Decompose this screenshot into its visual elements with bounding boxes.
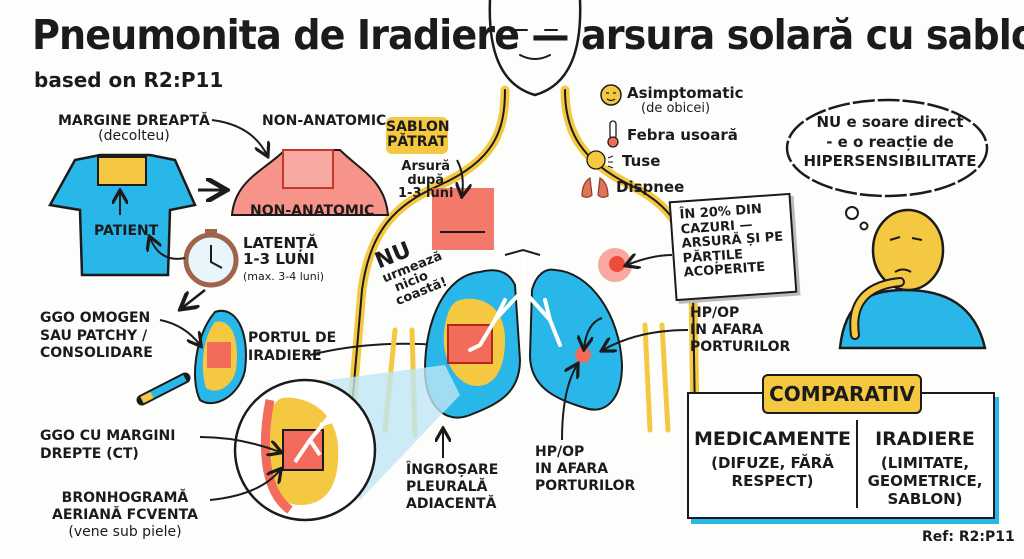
subtitle: based on R2:P11 (34, 68, 224, 92)
latency-label: LATENȚĂ 1-3 LUNI (max. 3-4 luni) (243, 234, 325, 283)
note-20-percent: ÎN 20% DIN CAZURI — ARSURĂ ȘI PE PĂRȚILE… (668, 192, 798, 302)
ggo-margini-label: GGO CU MARGINI DREPTE (CT) (40, 428, 175, 463)
ingrosare-label: ÎNGROȘARE PLEURALĂ ADIACENTĂ (406, 462, 498, 512)
arsura-line: după (407, 172, 445, 188)
comparison-divider (856, 420, 858, 508)
sleepy-face-icon (600, 84, 622, 106)
comparison-iradiere: IRADIERE (LIMITATE, GEOMETRICE, SABLON) (860, 428, 990, 508)
comparison-heading: IRADIERE (875, 428, 975, 450)
portul-line: PORTUL DE (248, 330, 337, 346)
ingrosare-line: ÎNGROȘARE (406, 462, 499, 478)
arsura-line: Arsură (401, 159, 451, 174)
bronhograma-label: BRONHOGRAMĂ AERIANĂ FCVENTA (vene sub pi… (52, 490, 198, 541)
hpop-line: PORTURILOR (535, 477, 636, 494)
detail-line: SABLON) (887, 490, 963, 508)
margin-label-text: MARGINE DREAPTĂ (58, 113, 210, 129)
hpop-upper-label: HP/OP IN AFARA PORTURILOR (690, 305, 790, 355)
comparison-heading: MEDICAMENTE (693, 428, 852, 450)
comparison-detail: (LIMITATE, GEOMETRICE, SABLON) (860, 454, 990, 508)
ggo-line: SAU PATCHY / (40, 327, 148, 344)
comparison-medicamente: MEDICAMENTE (DIFUZE, FĂRĂ RESPECT) (690, 428, 855, 490)
reference-label: Ref: R2:P11 (922, 529, 1015, 545)
margin-label: MARGINE DREAPTĂ (decolteu) (58, 114, 210, 143)
right-lung (528, 268, 624, 411)
symptom-febra: Febra usoară (627, 126, 738, 144)
shoulders-burn-icon (230, 149, 390, 216)
bronhograma-line: AERIANĂ FCVENTA (52, 507, 198, 524)
skin-burn-spot (598, 248, 632, 282)
hpop-lower-label: HP/OP IN AFARA PORTURILOR (535, 444, 635, 494)
latency-title: LATENȚĂ (243, 234, 318, 252)
hpop-line: HP/OP (535, 444, 585, 460)
symptom-dispnee: Dispnee (616, 178, 685, 196)
latency-months: 1-3 LUNI (243, 249, 315, 268)
arsura-label: Arsură după 1-3 luni (398, 160, 453, 201)
ggo-line: CONSOLIDARE (40, 345, 153, 361)
stopwatch-icon (183, 229, 239, 288)
symptom-asimptomatic: Asimptomatic (de obicei) (627, 84, 744, 116)
portul-label: PORTUL DE IRADIERE (248, 330, 336, 365)
hpop-line: IN AFARA (690, 321, 764, 338)
magnified-lung-circle (233, 378, 377, 522)
ingrosare-line: PLEURALĂ (406, 478, 488, 495)
thought-line: NU e soare direct (816, 113, 964, 131)
bronchi (468, 248, 562, 352)
latency-max: (max. 3-4 luni) (243, 269, 325, 283)
symptom-label: Asimptomatic (627, 84, 744, 102)
detail-line: (LIMITATE, (880, 454, 970, 472)
detail-line: GEOMETRICE, (867, 472, 983, 490)
body-outline (345, 0, 700, 435)
comparison-title: COMPARATIV (762, 374, 922, 414)
symptom-sub: (de obicei) (641, 100, 711, 116)
ggo-margini-line: DREPTE (CT) (40, 445, 139, 462)
thought-line: - e o reacție de (826, 132, 954, 151)
note-text: ÎN 20% DIN CAZURI — ARSURĂ ȘI PE PĂRȚILE… (679, 201, 784, 281)
arsura-line: 1-3 luni (398, 186, 454, 202)
hpop-line: IN AFARA (535, 460, 609, 477)
comparison-detail: (DIFUZE, FĂRĂ RESPECT) (690, 454, 855, 490)
patient-label: PATIENT (94, 223, 159, 239)
thought-line: HIPERSENSIBILITATE (803, 152, 977, 170)
sablon-patrat-tag: SABLON PĂTRAT (386, 117, 450, 154)
hpop-line: HP/OP (690, 305, 740, 321)
portul-line: IRADIERE (248, 347, 322, 364)
thought-text: NU e soare direct - e o reacție de HIPER… (800, 113, 980, 172)
detail-line: (DIFUZE, FĂRĂ (711, 454, 834, 472)
margin-label-sub: (decolteu) (98, 127, 170, 144)
thinking-person-icon (838, 208, 987, 350)
page-title: Pneumonita de Iradiere — arsura solară c… (32, 11, 1024, 59)
ggo-margini-line: GGO CU MARGINI (40, 428, 176, 444)
small-lung-icon (194, 309, 247, 405)
symptom-tuse: Tuse (622, 152, 661, 170)
non-anatomic-bottom-label: NON-ANATOMIC (250, 203, 375, 219)
detail-line: RESPECT) (731, 472, 814, 490)
ggo-line: GGO OMOGEN (40, 310, 151, 326)
bronhograma-line: (vene sub piele) (68, 524, 182, 541)
ingrosare-line: ADIACENTĂ (406, 495, 497, 512)
syringe-icon (136, 372, 191, 406)
thought-cloud (785, 98, 989, 231)
lungs-icon (581, 176, 609, 198)
non-anatomic-top-label: NON-ANATOMIC (262, 113, 387, 129)
coughing-head-icon (586, 150, 614, 170)
ggo-omogen-label: GGO OMOGEN SAU PATCHY / CONSOLIDARE (40, 310, 153, 363)
thermometer-icon (607, 120, 619, 148)
hpop-line: PORTURILOR (690, 338, 791, 355)
bronhograma-line: BRONHOGRAMĂ (61, 490, 189, 506)
tshirt-icon (48, 153, 197, 277)
